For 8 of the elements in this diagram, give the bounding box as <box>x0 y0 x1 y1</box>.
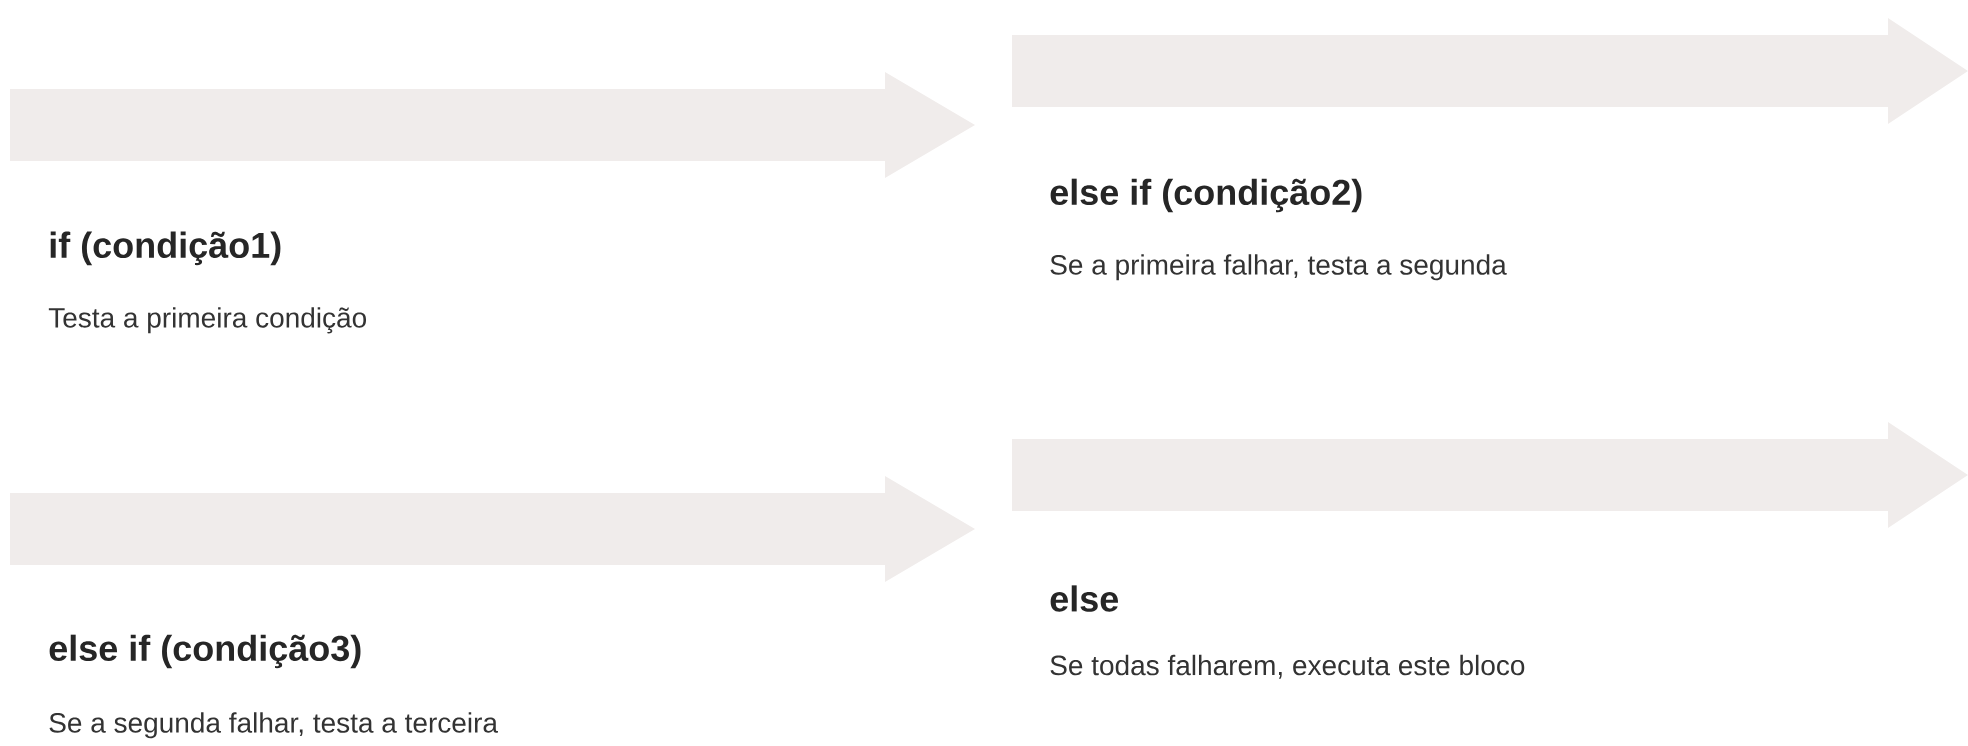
step-heading: else if (condição3) <box>49 634 361 669</box>
step-heading: if (condição1) <box>50 231 281 266</box>
step-heading: else <box>1050 585 1119 612</box>
step-description: Se a primeira falhar, testa a segunda <box>1050 254 1507 281</box>
step-description: Testa a primeira condição <box>48 307 366 334</box>
step-description: Se todas falharem, executa este bloco <box>1050 654 1525 679</box>
step-description: Se a segunda falhar, testa a terceira <box>49 712 498 739</box>
step-heading: else if (condição2) <box>1050 178 1362 213</box>
